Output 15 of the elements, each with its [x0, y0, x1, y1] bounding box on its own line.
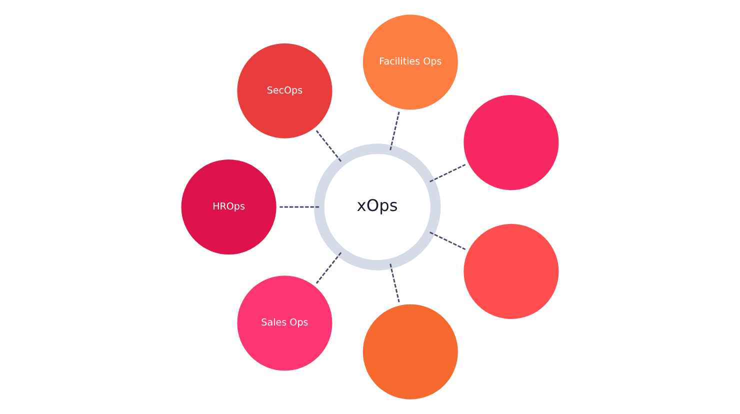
node-circle [462, 223, 560, 320]
connector [430, 164, 466, 182]
connector [390, 264, 400, 302]
node-circle: Facilities Ops [362, 14, 459, 110]
node-circle: SecOps [236, 42, 333, 140]
connector [390, 112, 400, 150]
connector [430, 232, 466, 250]
node-circle [462, 94, 560, 191]
connector [316, 130, 342, 162]
node-circle: xOps [314, 144, 441, 270]
node-circle [362, 304, 459, 400]
connector [280, 206, 320, 208]
node-circle: HROps [180, 158, 278, 256]
connector [316, 252, 342, 284]
node-circle: Sales Ops [236, 274, 333, 372]
